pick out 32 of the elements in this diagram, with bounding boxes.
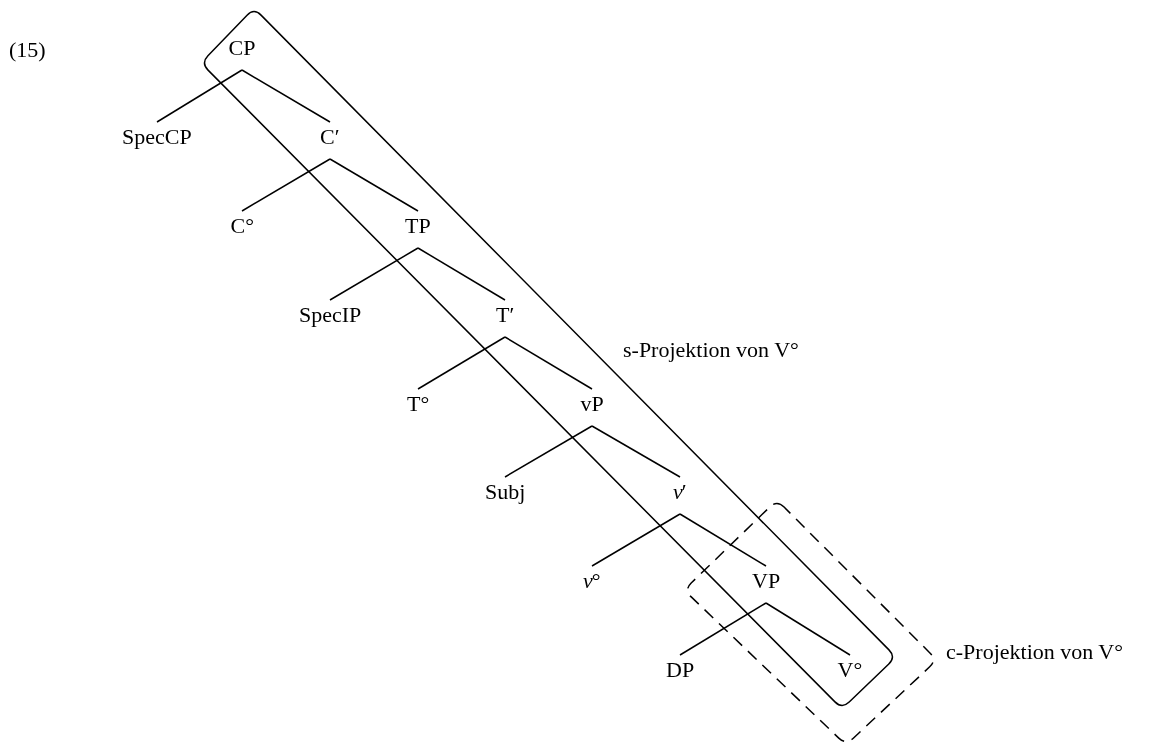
tree-branch bbox=[417, 336, 506, 390]
tree-branch bbox=[679, 513, 767, 567]
tree-branch bbox=[765, 602, 851, 656]
projection-label: s-Projektion von V° bbox=[623, 337, 799, 363]
tree-node-label: CP bbox=[226, 35, 258, 61]
tree-node-label: DP bbox=[664, 657, 697, 683]
tree-branch bbox=[329, 247, 419, 301]
tree-node-label: T° bbox=[405, 391, 432, 417]
tree-branch bbox=[679, 602, 767, 656]
tree-node-label: SpecIP bbox=[297, 302, 364, 328]
tree-node-label: V° bbox=[835, 657, 865, 683]
tree-node-label: C° bbox=[228, 213, 256, 239]
tree-branch bbox=[591, 513, 681, 567]
tree-branch bbox=[504, 425, 593, 478]
projection-label: c-Projektion von V° bbox=[946, 639, 1124, 665]
tree-node-label: Subj bbox=[483, 479, 528, 505]
tree-branch bbox=[241, 69, 331, 123]
tree-branch bbox=[417, 247, 506, 301]
tree-node-label: T′ bbox=[494, 302, 517, 328]
tree-node-label: v° bbox=[581, 568, 603, 594]
tree-node-label: VP bbox=[750, 568, 783, 594]
tree-branch bbox=[156, 69, 243, 123]
tree-node-label: TP bbox=[403, 213, 433, 239]
tree-node-label: vP bbox=[578, 391, 606, 417]
tree-branch bbox=[241, 158, 331, 212]
tree-branch bbox=[329, 158, 419, 212]
tree-branch bbox=[504, 336, 593, 390]
tree-branch bbox=[591, 425, 681, 478]
tree-node-label: SpecCP bbox=[120, 124, 194, 150]
example-number: (15) bbox=[9, 37, 46, 63]
tree-node-label: v′ bbox=[671, 479, 689, 505]
tree-node-label: C′ bbox=[318, 124, 342, 150]
